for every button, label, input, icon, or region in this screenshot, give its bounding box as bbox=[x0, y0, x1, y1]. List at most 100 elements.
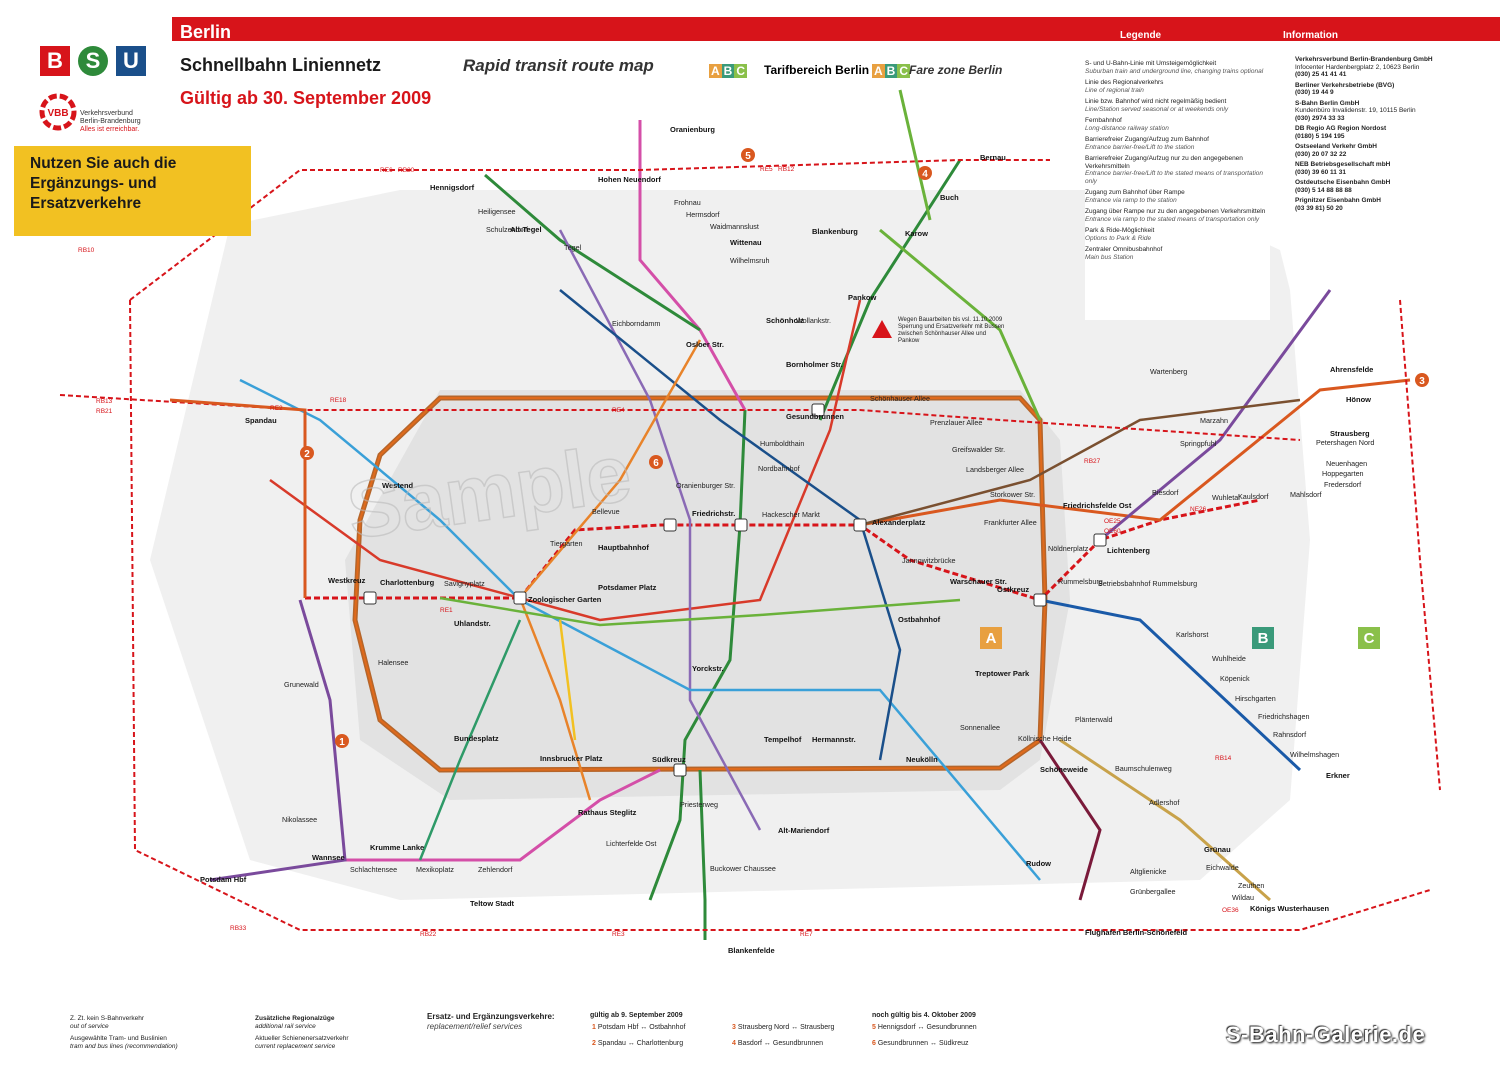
station-label: Jannowitzbrücke bbox=[902, 556, 956, 565]
station-label: Tempelhof bbox=[764, 735, 802, 744]
vbb-name-line: Verkehrsverbund bbox=[80, 110, 133, 117]
sbahn-logo: S bbox=[78, 46, 108, 76]
regional-label: RB20 bbox=[398, 167, 415, 174]
station-label: Bellevue bbox=[592, 507, 620, 516]
station-label: Heiligensee bbox=[478, 207, 516, 216]
s7-line bbox=[1099, 289, 1332, 542]
station-label: Springpfuhl bbox=[1180, 439, 1217, 448]
map-subtitle: Rapid transit route map bbox=[463, 56, 654, 75]
station-label: Wittenau bbox=[730, 238, 762, 247]
station-label: Alt-Tegel bbox=[510, 225, 542, 234]
station-label: Friedrichstr. bbox=[692, 509, 735, 518]
regional-label: RE6 bbox=[380, 167, 393, 174]
warning-icon bbox=[872, 320, 892, 338]
station-label: Priesterweg bbox=[680, 800, 718, 809]
station-label: Karow bbox=[905, 229, 928, 238]
station-label: Wilhelmsruh bbox=[730, 256, 770, 265]
station-label: Zehlendorf bbox=[478, 865, 512, 874]
regional-label: RB21 bbox=[96, 408, 113, 415]
info-heading: Information bbox=[1283, 30, 1338, 41]
replacement-valid-until: noch gültig bis 4. Oktober 2009 bbox=[872, 1012, 976, 1019]
station-label: Nöldnerplatz bbox=[1048, 544, 1089, 553]
station-label: Greifswalder Str. bbox=[952, 445, 1005, 454]
station-label: Plänterwald bbox=[1075, 715, 1113, 724]
replacement-markers: 1 2 3 4 5 6 bbox=[300, 148, 1429, 748]
s2-south bbox=[698, 769, 707, 940]
station-label: Teltow Stadt bbox=[470, 899, 515, 908]
ubahn-logo: U bbox=[116, 46, 146, 76]
station-label: Sonnenallee bbox=[960, 723, 1000, 732]
station-label: Hermannstr. bbox=[812, 735, 856, 744]
station-label: Grunewald bbox=[284, 680, 319, 689]
station-label: Gesundbrunnen bbox=[786, 412, 844, 421]
page-title: Schnellbahn Liniennetz bbox=[180, 55, 382, 75]
vbb-logo: VBB bbox=[38, 92, 178, 142]
station-label: Zeuthen bbox=[1238, 881, 1264, 890]
s1-south bbox=[340, 768, 661, 862]
station-label: Fredersdorf bbox=[1324, 480, 1361, 489]
replacement-route: 2 Spandau ↔ Charlottenburg bbox=[592, 1040, 684, 1047]
station-label: Rathaus Steglitz bbox=[578, 808, 637, 817]
station-label: Bundesplatz bbox=[454, 734, 499, 743]
u1-line bbox=[439, 596, 961, 627]
station-label: Biesdorf bbox=[1152, 488, 1178, 497]
station-label: Tegel bbox=[564, 243, 582, 252]
header-bar bbox=[172, 17, 1500, 41]
station-label: Wuhletal bbox=[1212, 493, 1240, 502]
station-label: Wildau bbox=[1232, 893, 1254, 902]
station-label: Krumme Lanke bbox=[370, 843, 424, 852]
regional-label: RE2 bbox=[270, 405, 283, 412]
replacement-route: 1 Potsdam Hbf ↔ Ostbahnhof bbox=[592, 1024, 686, 1031]
station-label: Baumschulenweg bbox=[1115, 764, 1172, 773]
station-label: Grünbergallee bbox=[1130, 887, 1176, 896]
station-label: Schönhauser Allee bbox=[870, 394, 930, 403]
station-label: Erkner bbox=[1326, 771, 1350, 780]
station-label: Rudow bbox=[1026, 859, 1051, 868]
station-label: Potsdamer Platz bbox=[598, 583, 657, 592]
zone-a-area bbox=[345, 390, 1070, 800]
info-item: NEB Betriebsgesellschaft mbH(030) 39 60 … bbox=[1295, 161, 1391, 176]
svg-text:3: 3 bbox=[1419, 376, 1425, 387]
station-label: Storkower Str. bbox=[990, 490, 1035, 499]
replacement-subtitle: replacement/relief services bbox=[427, 1022, 523, 1031]
regional-label: RE1 bbox=[440, 607, 453, 614]
station-label: Hermsdorf bbox=[686, 210, 720, 219]
vbb-name: Verkehrsverbund Berlin-Brandenburg Alles… bbox=[80, 110, 141, 134]
info-item: DB Regio AG Region Nordost(0180) 5 194 1… bbox=[1295, 125, 1387, 140]
regional-label: RB14 bbox=[1215, 755, 1232, 762]
fare-label: Fare zone Berlin bbox=[909, 63, 1003, 77]
station-label: Oranienburg bbox=[670, 125, 715, 134]
station-label: Alt-Mariendorf bbox=[778, 826, 830, 835]
regional-label: RB10 bbox=[78, 247, 95, 254]
vbb-wheel-icon: VBB bbox=[39, 93, 77, 131]
s25-line bbox=[484, 173, 701, 332]
logo-group: B S U bbox=[40, 44, 150, 80]
u2-line bbox=[269, 299, 862, 622]
station-label: Wilhelmshagen bbox=[1290, 750, 1339, 759]
u4-line bbox=[558, 619, 577, 741]
zone-b-letter: B bbox=[1258, 630, 1269, 647]
s7-southwest bbox=[209, 599, 347, 882]
station-label: Uhlandstr. bbox=[454, 619, 491, 628]
station-label: Hönow bbox=[1346, 395, 1371, 404]
station-label: Eichborndamm bbox=[612, 319, 660, 328]
info-item: Ostseeland Verkehr GmbH(030) 20 07 32 22 bbox=[1295, 143, 1378, 158]
regional-outer-ring bbox=[129, 159, 1441, 931]
legend-item: Linie bzw. Bahnhof wird nicht regelmäßig… bbox=[1085, 98, 1229, 113]
legend-item: Barrierefreier Zugang/Aufzug zum Bahnhof… bbox=[1085, 136, 1209, 151]
replacement-title: Ersatz- und Ergänzungsverkehre: bbox=[427, 1012, 555, 1021]
station-label: Schulzendorf bbox=[486, 225, 528, 234]
station-label: Pankow bbox=[848, 293, 877, 302]
legend-panel: S- und U-Bahn-Linie mit Umsteigemöglichk… bbox=[1085, 60, 1270, 320]
station-label: Hirschgarten bbox=[1235, 694, 1276, 703]
station-label: Spandau bbox=[245, 416, 277, 425]
